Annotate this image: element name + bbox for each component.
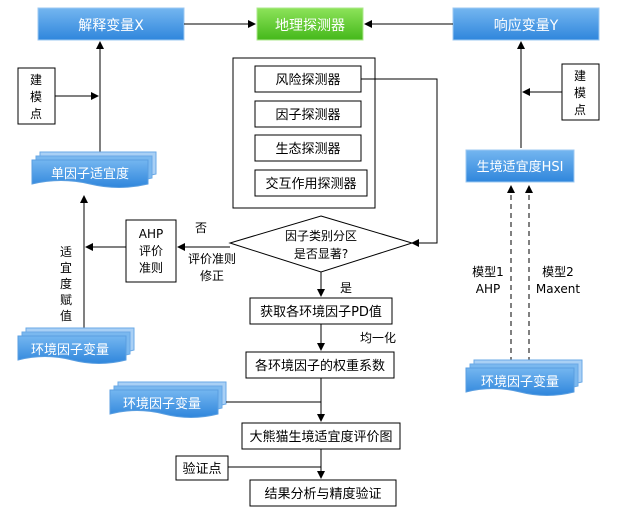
ahp-criteria-box: AHP 评价 准则 xyxy=(125,219,177,283)
svg-text:赋: 赋 xyxy=(60,293,72,307)
env-factor-var-mid-node: 环境因子变量 xyxy=(109,381,227,418)
factor-detector-box: 因子探测器 xyxy=(254,100,362,128)
suitability-assignment-label: 适 宜 度 赋 值 xyxy=(60,245,72,323)
single-factor-suitability-label: 单因子适宜度 xyxy=(51,166,129,182)
yes-label: 是 xyxy=(340,281,352,295)
svg-text:宜: 宜 xyxy=(60,260,72,275)
get-pd-box: 获取各环境因子PD值 xyxy=(249,297,393,325)
model1-line-1: 模型1 xyxy=(472,265,504,279)
decision-line-2: 是否显著? xyxy=(294,247,348,261)
explanatory-var-label: 解释变量X xyxy=(78,18,144,34)
ecological-detector-box: 生态探测器 xyxy=(254,134,362,162)
build-model-right-1: 建 xyxy=(574,69,586,83)
model2-line-2: Maxent xyxy=(536,282,580,296)
habitat-suitability-hsi-label: 生境适宜度HSI xyxy=(477,159,564,175)
normalize-label: 均一化 xyxy=(360,331,396,345)
build-model-left-box: 建 模 点 xyxy=(17,67,56,125)
single-factor-suitability-node: 单因子适宜度 xyxy=(31,151,157,188)
svg-text:准则: 准则 xyxy=(139,261,163,275)
risk-detector-label: 风险探测器 xyxy=(275,73,340,88)
result-analysis-box: 结果分析与精度验证 xyxy=(249,479,397,507)
model1-line-2: AHP xyxy=(476,282,500,296)
validation-points-label: 验证点 xyxy=(182,461,221,477)
decision-diamond: 因子类别分区 是否显著? xyxy=(228,215,414,273)
build-model-right-box: 建 模 点 xyxy=(561,63,600,121)
evaluation-map-box: 大熊猫生境适宜度评价图 xyxy=(241,422,401,450)
arrow-detector-to-decision xyxy=(361,78,438,247)
revise-criteria-line-2: 修正 xyxy=(200,268,224,283)
env-factor-var-right-label: 环境因子变量 xyxy=(481,374,559,390)
interaction-detector-box: 交互作用探测器 xyxy=(254,169,368,197)
svg-text:评价: 评价 xyxy=(139,244,163,258)
interaction-detector-label: 交互作用探测器 xyxy=(265,176,356,192)
svg-text:度: 度 xyxy=(60,276,72,291)
env-factor-var-right-node: 环境因子变量 xyxy=(465,359,583,396)
build-model-left-3: 点 xyxy=(30,107,42,121)
no-label: 否 xyxy=(195,221,207,235)
build-model-right-2: 模 xyxy=(574,86,586,100)
ecological-detector-label: 生态探测器 xyxy=(275,142,340,157)
decision-line-1: 因子类别分区 xyxy=(285,229,357,243)
get-pd-label: 获取各环境因子PD值 xyxy=(260,304,382,320)
geo-detector-label: 地理探测器 xyxy=(275,18,345,34)
svg-text:AHP: AHP xyxy=(139,227,163,241)
svg-text:值: 值 xyxy=(60,308,72,323)
response-var-node: 响应变量Y xyxy=(452,7,600,41)
env-factor-var-left-node: 环境因子变量 xyxy=(17,327,135,364)
build-model-left-1: 建 xyxy=(30,73,42,87)
build-model-right-3: 点 xyxy=(574,103,586,117)
response-var-label: 响应变量Y xyxy=(494,17,559,34)
build-model-left-2: 模 xyxy=(30,90,42,104)
validation-points-box: 验证点 xyxy=(175,455,229,481)
factor-detector-label: 因子探测器 xyxy=(275,108,340,123)
env-factor-var-mid-label: 环境因子变量 xyxy=(123,396,201,412)
revise-criteria-line-1: 评价准则 xyxy=(188,252,236,266)
svg-text:适: 适 xyxy=(60,245,72,259)
model2-line-1: 模型2 xyxy=(542,265,574,279)
result-analysis-label: 结果分析与精度验证 xyxy=(264,486,381,502)
weight-coeff-label: 各环境因子的权重系数 xyxy=(255,358,385,374)
evaluation-map-label: 大熊猫生境适宜度评价图 xyxy=(249,429,392,445)
habitat-suitability-hsi-node: 生境适宜度HSI xyxy=(465,149,575,183)
weight-coeff-box: 各环境因子的权重系数 xyxy=(245,351,395,379)
geo-detector-node: 地理探测器 xyxy=(256,7,364,41)
explanatory-var-node: 解释变量X xyxy=(37,7,185,41)
risk-detector-box: 风险探测器 xyxy=(254,65,362,93)
env-factor-var-left-label: 环境因子变量 xyxy=(31,342,109,358)
